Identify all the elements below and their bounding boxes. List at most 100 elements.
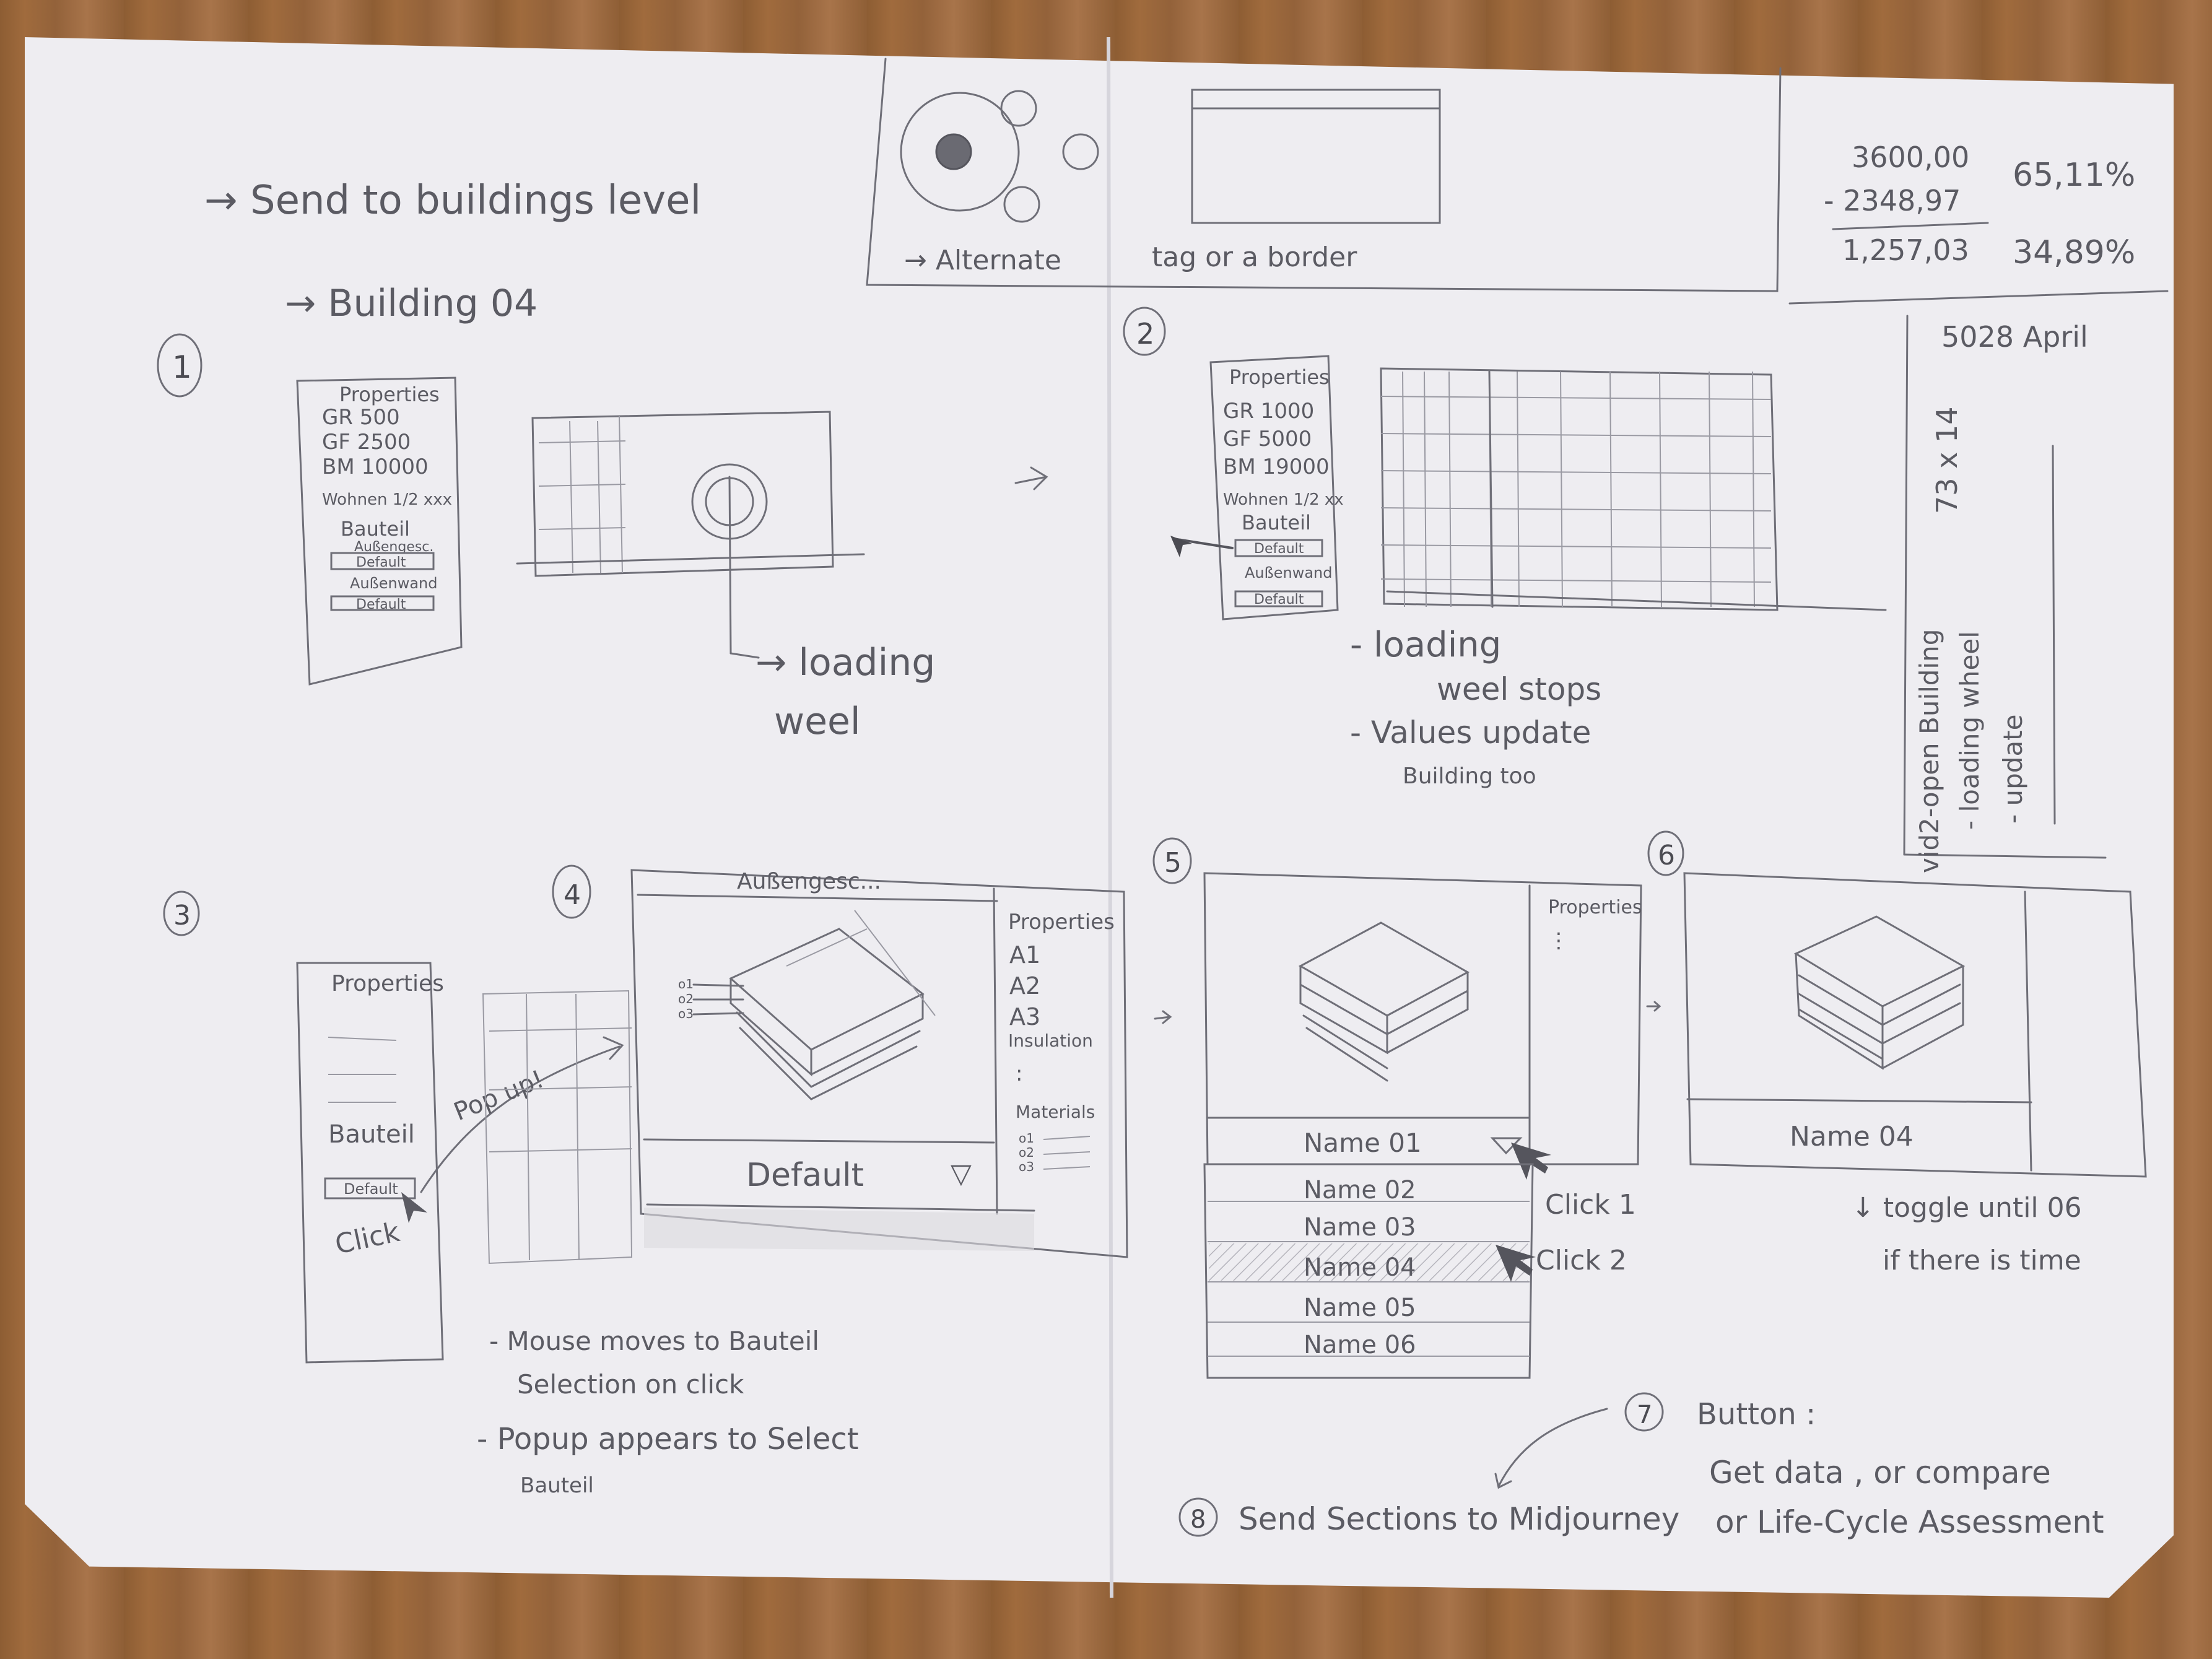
note-loading: - loading [1350, 625, 1501, 665]
step-number-circle [157, 333, 202, 398]
dropdown-option[interactable]: Name 06 [1304, 1331, 1416, 1359]
step-number-circle [1178, 1497, 1218, 1537]
circle-node [1000, 90, 1037, 127]
layered-slab-icon [729, 910, 936, 1100]
step-number: 1 [172, 349, 192, 385]
dropdown-value: Default [1254, 592, 1304, 607]
props-title: Properties [1008, 910, 1115, 934]
material-item: o2 [1019, 1145, 1034, 1160]
building-grid [1380, 371, 1772, 607]
calc-line1: 3600,00 [1852, 141, 1969, 174]
panel-bauteil: Bauteil [328, 1120, 415, 1149]
cursor-icon [1170, 536, 1192, 557]
panel-line: BM 19000 [1223, 455, 1330, 479]
button-line2: or Life-Cycle Assessment [1715, 1504, 2104, 1540]
note-mouse: - Mouse moves to Bauteil [489, 1326, 819, 1356]
prop-item: Insulation [1008, 1030, 1093, 1051]
note-date: 5028 April [1941, 320, 2088, 354]
layer-label: o2 [678, 991, 694, 1006]
button-line1: Get data , or compare [1709, 1455, 2051, 1491]
side-note: 5028 April 73 x 14 vid2-open Building - … [1788, 290, 2169, 873]
step-number-circle [552, 864, 591, 919]
top-center-box: → Alternate tag or a border [866, 58, 1782, 292]
step-number: 6 [1658, 840, 1675, 871]
prop-item: : [1016, 1061, 1022, 1086]
panel-subtitle: Außenwand [1245, 564, 1333, 581]
panel-line: GF 2500 [322, 430, 411, 455]
step-3: 3 Properties Bauteil Default Click Pop u… [163, 890, 859, 1498]
default-dropdown[interactable] [330, 552, 435, 570]
component-window [1203, 872, 1642, 1165]
note-values-update: - Values update [1350, 715, 1591, 751]
click-label: Click 2 [1536, 1245, 1627, 1276]
step-1: 1 Properties GR 500 GF 2500 BM 10000 Woh… [157, 333, 1048, 743]
building-grid [538, 416, 626, 573]
circle-node [1003, 186, 1040, 223]
highlighted-option [1209, 1243, 1528, 1281]
building-view [531, 411, 834, 577]
panel-line: Wohnen 1/2 xx [1223, 490, 1344, 509]
step-number-circle [163, 890, 200, 936]
popup-label: Pop up! [450, 1065, 548, 1127]
dropdown-option[interactable]: Name 02 [1304, 1176, 1416, 1204]
step-number: 5 [1164, 847, 1182, 879]
note-if-time: if there is time [1883, 1245, 2081, 1276]
dropdown-value: Default [356, 555, 406, 570]
circle-node [1062, 133, 1099, 170]
note-building: → Building 04 [285, 282, 538, 325]
step-number-circle [1647, 830, 1684, 876]
step-number: 2 [1136, 317, 1154, 351]
caption-loading: → loading [755, 641, 935, 684]
note-send-sections: Send Sections to Midjourney [1239, 1501, 1679, 1537]
note-loading: - loading wheel [1954, 631, 1985, 830]
panel-subtitle: Außenwand [350, 575, 438, 592]
dropdown-option[interactable]: Name 04 [1304, 1253, 1416, 1282]
dropdown-value[interactable]: Default [746, 1157, 864, 1194]
dropdown-value: Default [356, 597, 406, 612]
default-dropdown[interactable] [1234, 590, 1323, 607]
calc-pct1: 65,11% [2013, 157, 2135, 194]
calc-line3: 1,257,03 [1842, 233, 1969, 267]
note-tag-or-border: tag or a border [1152, 242, 1357, 273]
properties-panel [296, 377, 463, 686]
selected-option[interactable]: Name 01 [1304, 1128, 1422, 1158]
component-window [1683, 872, 2147, 1178]
panel-line: GR 1000 [1223, 399, 1314, 424]
step-number-circle [1152, 837, 1192, 884]
dropdown-option[interactable]: Name 03 [1304, 1213, 1416, 1242]
default-dropdown[interactable] [330, 595, 435, 611]
panel-title: Properties [331, 971, 444, 996]
default-dropdown[interactable] [1234, 539, 1323, 557]
material-item: o3 [1019, 1159, 1034, 1174]
calc-pct2: 34,89% [2013, 234, 2135, 271]
material-item: o1 [1019, 1131, 1034, 1146]
dropdown-arrow-icon[interactable]: ▽ [951, 1158, 972, 1190]
ellipsis-dots: ⋮ [1548, 928, 1569, 953]
calculation: 3600,00 - 2348,97 1,257,03 65,11% 34,89% [1824, 141, 2135, 271]
layered-slab-icon [1298, 921, 1470, 1082]
click-label: Click 1 [1545, 1189, 1636, 1221]
caption-weel: weel [774, 700, 861, 743]
note-send-to-level: → Send to buildings level [204, 178, 701, 224]
dropdown-option[interactable]: Name 05 [1304, 1294, 1416, 1322]
circle-node-filled [935, 133, 972, 170]
step-number: 7 [1637, 1401, 1652, 1429]
properties-panel [296, 962, 444, 1364]
dropdown-list [1203, 1163, 1534, 1379]
prop-item: A1 [1009, 941, 1040, 969]
popup-header: Außengesc... [737, 869, 881, 894]
cursor-icon [1511, 1143, 1551, 1180]
step-7: 7 Button : Get data , or compare or Life… [1494, 1392, 2104, 1540]
note-alternate: → Alternate [904, 245, 1061, 276]
panel-line: Properties [1229, 365, 1330, 389]
panel-line: Bauteil [341, 517, 410, 541]
panel-line: BM 10000 [322, 455, 429, 479]
note-bauteil: Bauteil [520, 1473, 594, 1498]
step-number-circle [1123, 307, 1166, 356]
properties-panel [1209, 355, 1339, 620]
default-dropdown[interactable] [324, 1177, 416, 1200]
popup-window[interactable] [630, 869, 1128, 1258]
prop-item: Materials [1016, 1102, 1095, 1122]
selected-option[interactable]: Name 04 [1790, 1121, 1914, 1152]
